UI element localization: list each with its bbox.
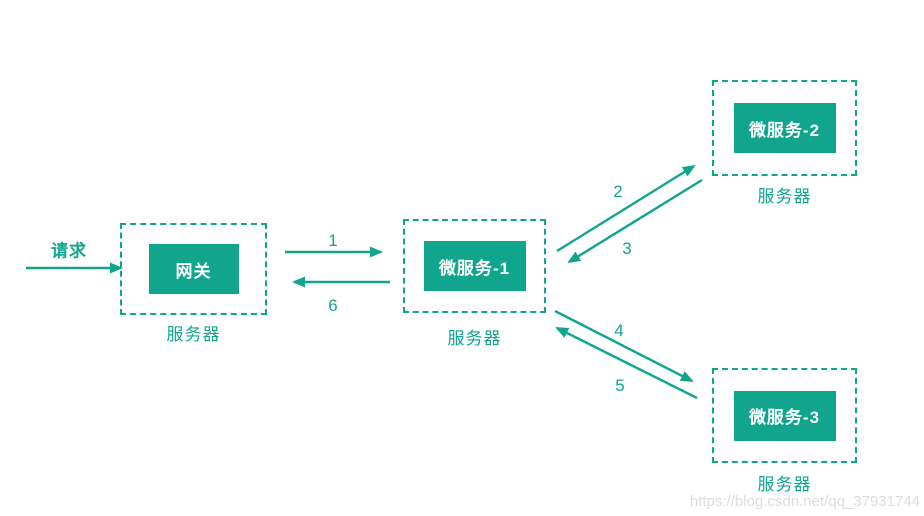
edge-3-label: 3 [622,239,632,258]
edge-6-label: 6 [328,296,338,315]
edge-2-arrow [556,164,696,253]
gateway-box: 网关 [148,244,239,294]
ms2-server-label: 服务器 [757,187,812,206]
edge-4-arrow [554,309,694,383]
node-ms2-server: 微服务-2 [712,80,857,176]
edge-5-arrow [555,326,698,400]
request-label: 请求 [51,241,87,261]
ms2-box: 微服务-2 [733,103,836,153]
ms3-box: 微服务-3 [733,390,836,441]
ms3-server-label: 服务器 [757,475,812,494]
ms1-box: 微服务-1 [423,241,526,291]
edge-2-label: 2 [613,182,623,201]
watermark: https://blog.csdn.net/qq_37931744 [689,493,920,510]
edge-3-arrow [567,178,703,264]
edge-5-label: 5 [615,376,625,395]
node-ms1-server: 微服务-1 [403,219,546,313]
node-gateway-server: 网关 [120,223,267,315]
gateway-server-label: 服务器 [166,325,221,344]
ms1-server-label: 服务器 [447,329,502,348]
node-ms3-server: 微服务-3 [712,368,857,463]
edge-4-label: 4 [614,321,624,340]
edge-1-label: 1 [328,231,338,250]
